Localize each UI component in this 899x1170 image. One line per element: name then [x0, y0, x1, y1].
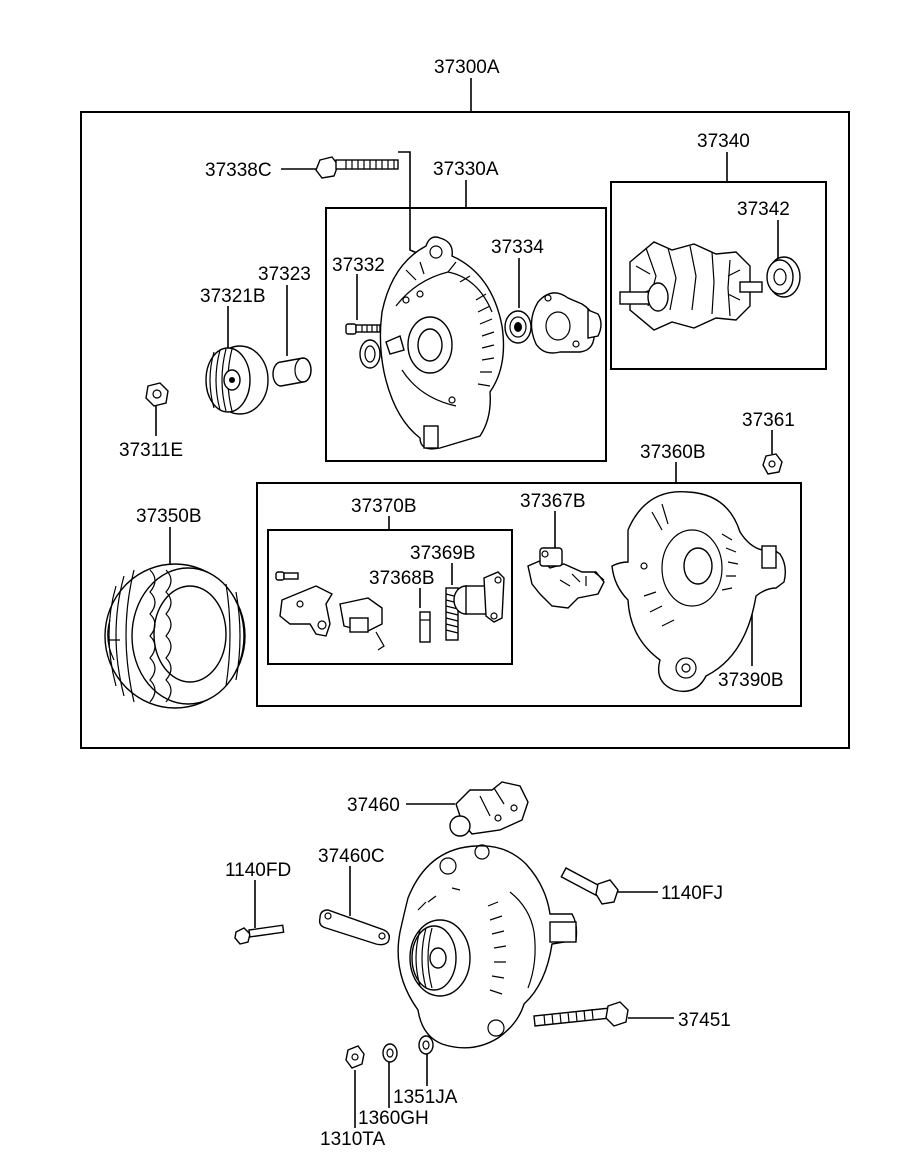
brush-plate-drawing [279, 585, 333, 637]
long-through-bolt-drawing [533, 1001, 629, 1027]
stator-drawing [104, 563, 246, 709]
label-long-through-bolt: 37451 [678, 1010, 731, 1031]
label-through-bolt: 37338C [205, 160, 272, 181]
label-adjusting-bracket: 37460 [347, 795, 400, 816]
brush-cap-drawing [453, 571, 505, 623]
pulley-nut-drawing [145, 382, 169, 407]
adjusting-bracket-drawing [449, 781, 529, 837]
brush-block-drawing [339, 597, 385, 651]
rotor-frame [610, 181, 827, 370]
label-regulator: 37367B [520, 491, 586, 512]
label-assembly: 37300A [434, 57, 500, 78]
alternator-assembly-drawing [397, 844, 578, 1049]
front-bearing-drawing [504, 310, 532, 344]
label-flat-washer: 1351JA [393, 1087, 458, 1108]
label-brush: 37368B [369, 568, 435, 589]
housing-screw-drawing [345, 323, 381, 335]
regulator-drawing [527, 547, 605, 609]
flat-washer-drawing [418, 1035, 434, 1055]
label-rear-bearing: 37342 [737, 199, 790, 220]
front-washer-drawing [359, 339, 381, 369]
pulley-drawing [205, 345, 269, 415]
brush-screw-drawing [275, 571, 299, 581]
label-housing-screw: 37332 [332, 255, 385, 276]
front-housing-drawing [379, 236, 505, 450]
mounting-bolt-drawing [560, 867, 619, 905]
terminal-nut-drawing [762, 453, 783, 475]
assembly-frame [80, 111, 850, 749]
rotor-drawing [619, 241, 763, 331]
label-rear-cover: 37390B [718, 670, 784, 691]
label-spacer: 37323 [258, 264, 311, 285]
label-bracket-bolt: 1140FD [225, 860, 291, 881]
label-stay-plate: 37460C [318, 846, 385, 867]
spring-washer-drawing [382, 1043, 398, 1063]
label-rotor: 37340 [697, 131, 750, 152]
rear-bearing-drawing [766, 256, 801, 298]
stay-plate-drawing [318, 909, 391, 946]
label-mounting-bolt: 1140FJ [661, 883, 723, 904]
hex-nut-drawing [345, 1045, 365, 1069]
label-hex-nut: 1310TA [320, 1129, 385, 1150]
brush-holder-frame [267, 529, 513, 665]
label-spring-washer: 1360GH [358, 1108, 429, 1129]
through-bolt-drawing [315, 156, 399, 179]
bracket-bolt-drawing [234, 924, 285, 945]
label-front-bearing: 37334 [491, 237, 544, 258]
spacer-drawing [272, 357, 312, 387]
label-rear-housing: 37360B [640, 442, 706, 463]
label-brush-holder: 37370B [351, 496, 417, 517]
label-brush-spring: 37369B [410, 543, 476, 564]
label-pulley: 37321B [200, 286, 266, 307]
rear-housing-frame [256, 482, 802, 707]
brush-drawing [419, 611, 431, 643]
label-front-housing: 37330A [433, 159, 499, 180]
label-stator: 37350B [136, 506, 202, 527]
rear-housing-drawing [611, 490, 787, 693]
bearing-retainer-drawing [530, 292, 602, 354]
label-pulley-nut: 37311E [119, 440, 183, 461]
label-terminal-nut: 37361 [742, 410, 795, 431]
